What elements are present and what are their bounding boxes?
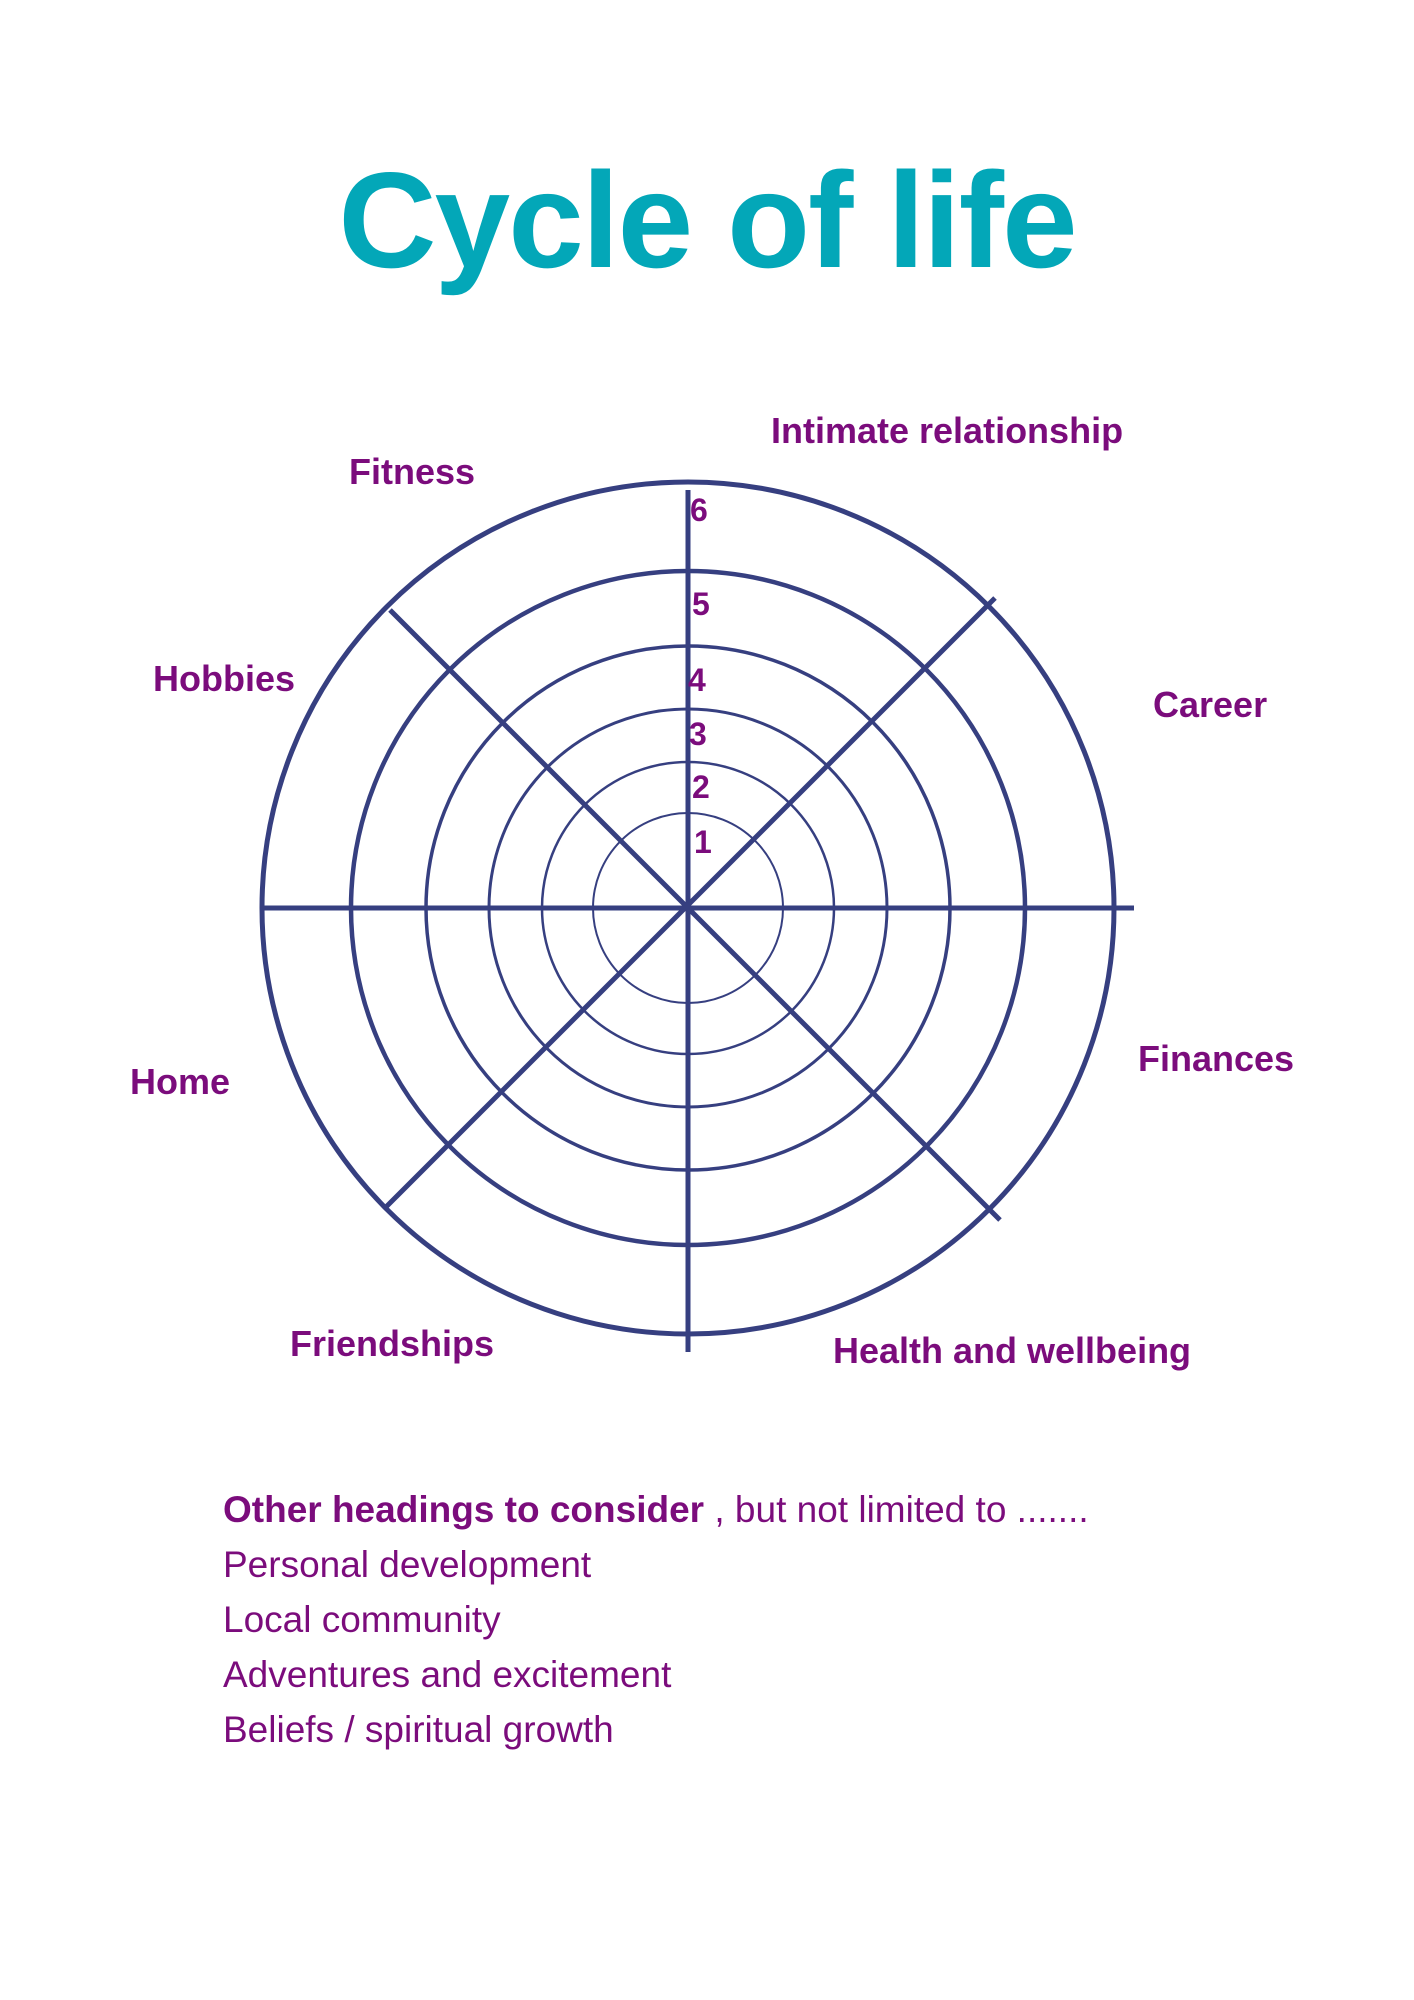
label-health-and-wellbeing: Health and wellbeing	[833, 1330, 1192, 1371]
label-hobbies: Hobbies	[153, 658, 296, 699]
notes-heading-suffix: , but not limited to .......	[704, 1489, 1089, 1530]
axis-diagonal-2	[383, 596, 997, 1210]
page-title: Cycle of life	[338, 144, 1077, 296]
notes-item: Local community	[223, 1599, 501, 1640]
axis-diagonal-1	[388, 608, 1002, 1222]
label-intimate-relationship: Intimate relationship	[771, 410, 1124, 451]
label-home: Home	[130, 1061, 231, 1102]
label-career: Career	[1153, 684, 1268, 725]
other-headings: Other headings to consider , but not lim…	[223, 1482, 1089, 1757]
notes-heading: Other headings to consider	[223, 1489, 705, 1530]
scale-1: 1	[694, 824, 712, 860]
notes-item: Personal development	[223, 1544, 592, 1585]
label-fitness: Fitness	[349, 451, 476, 492]
notes-heading-line: Other headings to consider , but not lim…	[223, 1482, 1089, 1537]
label-friendships: Friendships	[290, 1323, 495, 1364]
scale-6: 6	[690, 492, 708, 528]
scale-4: 4	[688, 662, 706, 698]
label-finances: Finances	[1138, 1038, 1295, 1079]
scale-3: 3	[689, 716, 707, 752]
scale-5: 5	[692, 586, 710, 622]
notes-item: Beliefs / spiritual growth	[223, 1709, 614, 1750]
notes-item: Adventures and excitement	[223, 1654, 672, 1695]
scale-2: 2	[692, 769, 710, 805]
